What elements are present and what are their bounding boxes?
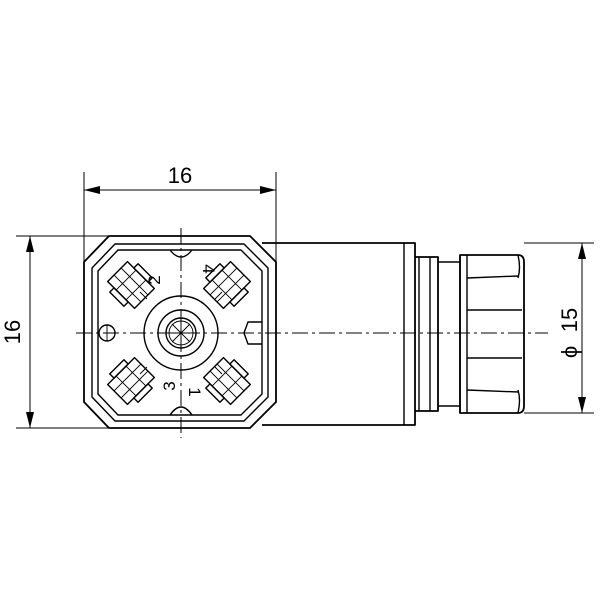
width-dimension bbox=[83, 172, 277, 262]
terminal-bottom-left bbox=[106, 356, 156, 406]
pin-label-3: 3 bbox=[160, 381, 179, 390]
pin-label-1: 1 bbox=[185, 387, 204, 396]
terminal-bottom-right bbox=[202, 356, 252, 406]
connector-body bbox=[262, 242, 416, 426]
height-dimension-label: 16 bbox=[0, 320, 25, 344]
cable-gland-nut bbox=[459, 254, 525, 414]
pin-label-2: 2 bbox=[145, 275, 164, 284]
connector-front-face bbox=[83, 235, 277, 429]
diameter-dimension bbox=[524, 242, 594, 414]
locating-slot-bottom bbox=[169, 406, 193, 416]
height-dimension bbox=[16, 235, 109, 429]
cable-gland-neck bbox=[415, 256, 460, 412]
diameter-dimension-label: 15 bbox=[557, 308, 582, 332]
terminal-top-left bbox=[106, 260, 156, 310]
terminal-top-right bbox=[202, 260, 252, 310]
width-dimension-label: 16 bbox=[168, 163, 192, 188]
pin-label-4: 4 bbox=[199, 264, 218, 273]
diameter-symbol: ϕ bbox=[557, 346, 582, 358]
